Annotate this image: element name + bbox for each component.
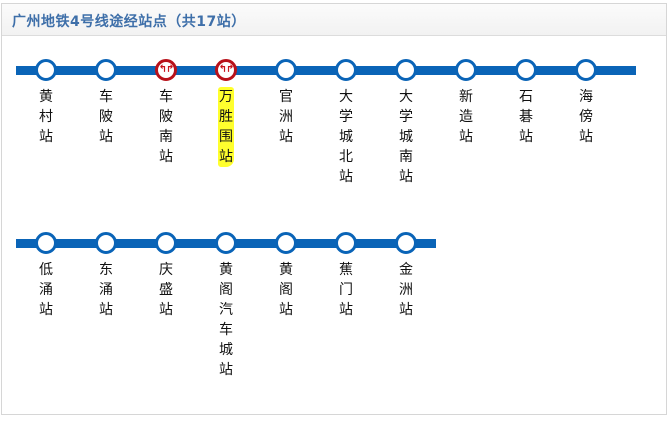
station-name: 海傍站: [579, 89, 593, 145]
station-name: 东涌站: [99, 262, 113, 318]
station-node-icon: [395, 59, 417, 81]
line-segment-row-1: [16, 66, 636, 75]
station-name: 车陂站: [99, 89, 113, 145]
station-name: 大学城北站: [339, 89, 353, 185]
station-node-icon: [515, 59, 537, 81]
station-name: 低涌站: [39, 262, 53, 318]
station-node-icon: [335, 59, 357, 81]
transfer-arrows-icon: ↰↱: [158, 64, 175, 75]
panel-header: 广州地铁4号线途经站点（共17站）: [2, 4, 666, 36]
transfer-station-icon: ↰↱: [155, 59, 177, 81]
station-node-icon: [275, 59, 297, 81]
transfer-arrows-icon: ↰↱: [218, 64, 235, 75]
station-name: 新造站: [459, 89, 473, 145]
station-name: 金洲站: [399, 262, 413, 318]
panel-title: 广州地铁4号线途经站点（共17站）: [12, 14, 246, 30]
station-name: 官洲站: [279, 89, 293, 145]
station-name: 黄村站: [39, 89, 53, 145]
station-node-icon: [455, 59, 477, 81]
station-name: 黄阁汽车城站: [219, 262, 233, 378]
station-node-icon: [575, 59, 597, 81]
station-node-icon: [95, 59, 117, 81]
station-node-icon: [155, 232, 177, 254]
station-node-icon: [35, 232, 57, 254]
station-node-icon: [275, 232, 297, 254]
station-node-icon: [35, 59, 57, 81]
station-name: 黄阁站: [279, 262, 293, 318]
station-node-icon: [95, 232, 117, 254]
transfer-station-icon: ↰↱: [215, 59, 237, 81]
station-name: 大学城南站: [399, 89, 413, 185]
station-name: 庆盛站: [159, 262, 173, 318]
station-name: 车陂南站: [159, 89, 173, 165]
station-name: 石碁站: [519, 89, 533, 145]
station-name: 蕉门站: [339, 262, 353, 318]
station-node-icon: [215, 232, 237, 254]
station-node-icon: [395, 232, 417, 254]
station-node-icon: [335, 232, 357, 254]
station-name: 万胜围站: [218, 87, 234, 167]
